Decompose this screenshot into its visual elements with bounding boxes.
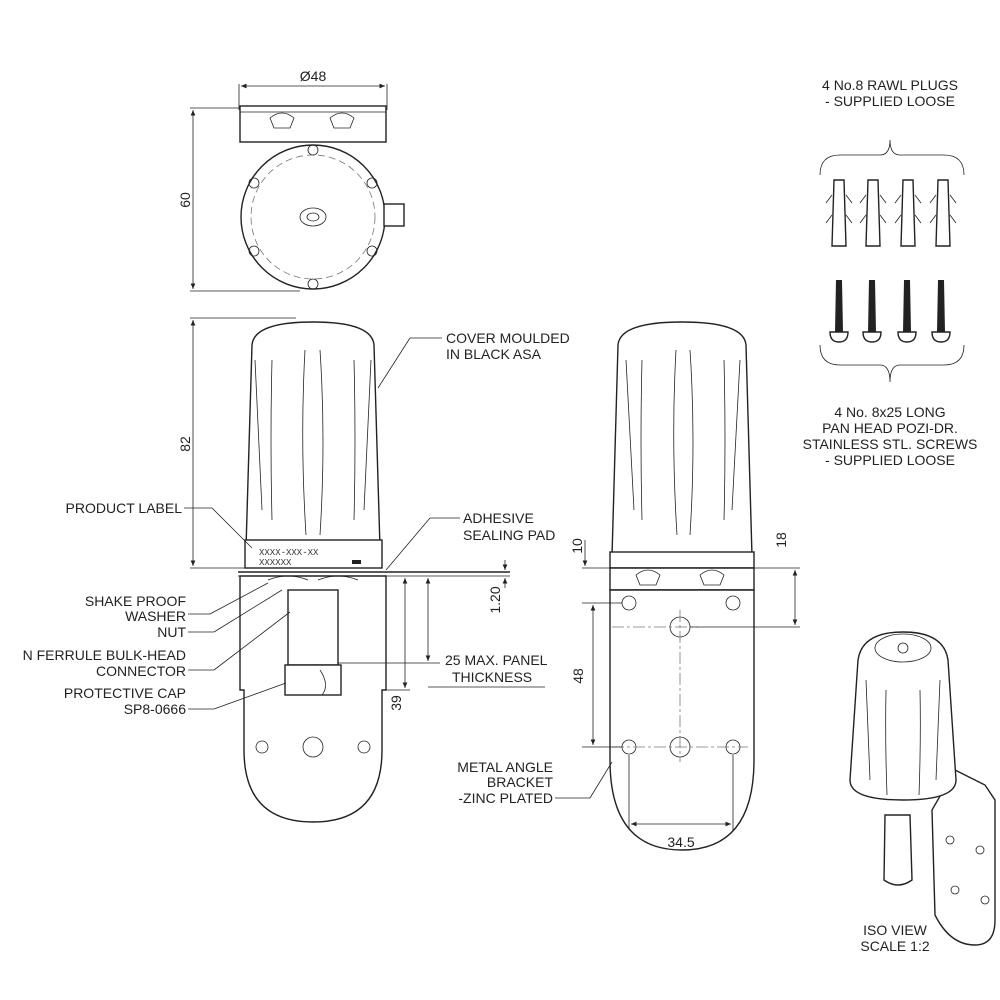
side-view: 10 48 18 34.5	[569, 321, 800, 851]
iso-view: ISO VIEW SCALE 1:2	[849, 631, 996, 954]
screw-3	[897, 280, 917, 343]
bracket-label-2: BRACKET	[487, 774, 554, 790]
washer-label-2: WASHER	[125, 608, 186, 624]
screw-2	[862, 280, 882, 343]
product-label-callout: PRODUCT LABEL	[66, 500, 183, 516]
iso-label-2: SCALE 1:2	[860, 938, 929, 954]
adhesive-label-2: SEALING PAD	[463, 527, 555, 543]
rawl-plug-4	[929, 179, 957, 247]
diameter-48-label: Ø48	[300, 68, 327, 84]
screws-label-4: - SUPPLIED LOOSE	[825, 452, 955, 468]
connector-label-2: CONNECTOR	[96, 663, 186, 679]
accessories: 4 No.8 RAWL PLUGS - SUPPLIED LOOSE 4 No.…	[803, 77, 978, 468]
adhesive-label-1: ADHESIVE	[463, 510, 534, 526]
cover-label-2: IN BLACK ASA	[446, 346, 542, 362]
washer-label-1: SHAKE PROOF	[85, 593, 186, 609]
panel-label-2: THICKNESS	[452, 669, 532, 685]
iso-label-1: ISO VIEW	[863, 922, 928, 938]
dim-18-label: 18	[773, 532, 789, 548]
bracket-label-3: -ZINC PLATED	[458, 790, 553, 806]
screw-1	[829, 280, 849, 343]
dim-34-5-label: 34.5	[667, 834, 694, 850]
nut-label: NUT	[157, 624, 186, 640]
front-view: 82 XXXX-XXX-XX XXXXXX 1.20 39	[177, 317, 510, 823]
screws-label-2: PAN HEAD POZI-DR.	[822, 420, 958, 436]
screw-4	[931, 280, 951, 343]
dim-48-label: 48	[570, 668, 586, 684]
callouts: COVER MOULDED IN BLACK ASA PRODUCT LABEL…	[23, 330, 613, 806]
height-60-label: 60	[177, 192, 193, 208]
dim-1-20-label: 1.20	[487, 586, 503, 613]
dim-10-label: 10	[569, 538, 585, 554]
rawl-plug-1	[825, 179, 853, 247]
top-view: Ø48 60	[177, 68, 405, 292]
bracket-label-1: METAL ANGLE	[457, 759, 553, 775]
rawl-plug-3	[894, 179, 922, 247]
product-code-line2: XXXXXX	[259, 558, 292, 568]
cover-label-1: COVER MOULDED	[446, 330, 570, 346]
plugs-label-1: 4 No.8 RAWL PLUGS	[822, 77, 958, 93]
cap-label-1: PROTECTIVE CAP	[64, 685, 186, 701]
dim-39-label: 39	[388, 695, 404, 711]
rawl-plug-2	[859, 179, 887, 247]
screws-label-3: STAINLESS STL. SCREWS	[803, 436, 978, 452]
product-code-line1: XXXX-XXX-XX	[259, 548, 319, 558]
screws-label-1: 4 No. 8x25 LONG	[834, 404, 945, 420]
cap-label-2: SP8-0666	[124, 701, 186, 717]
panel-label-1: 25 MAX. PANEL	[445, 652, 548, 668]
connector-label-1: N FERRULE BULK-HEAD	[23, 647, 186, 663]
height-82-label: 82	[177, 436, 193, 452]
plugs-label-2: - SUPPLIED LOOSE	[825, 93, 955, 109]
